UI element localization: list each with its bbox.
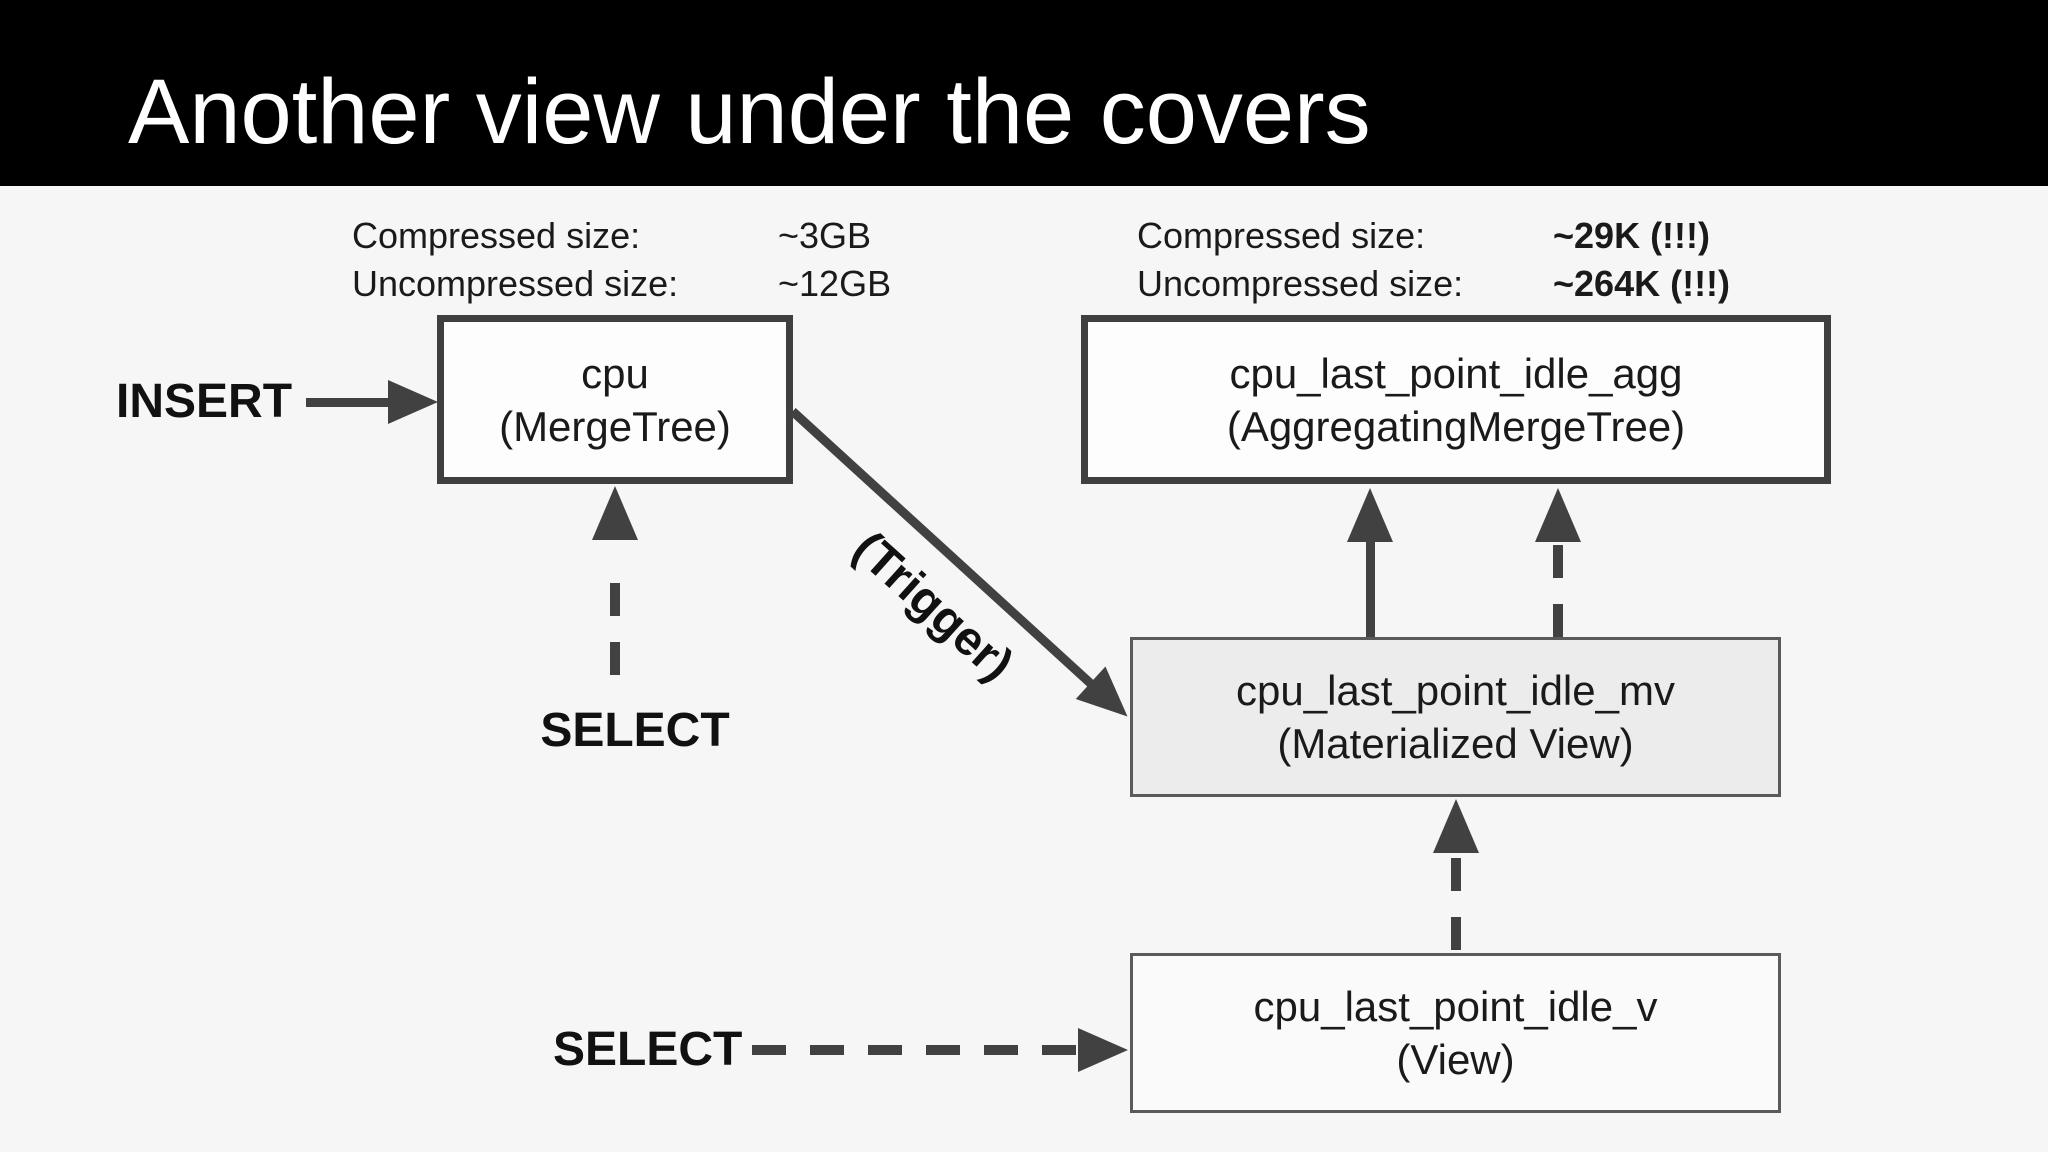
trigger-label: (Trigger) [842,521,1024,692]
mv-to-agg-arrowhead-icon [1347,488,1393,542]
stat-value: ~264K (!!!) [1553,263,1731,304]
insert-arrow-shaft [306,398,398,407]
header-bar: Another view under the covers [0,0,2048,186]
select-top-dashed-shaft [610,583,620,678]
select-bottom-dashed-shaft [752,1045,1078,1055]
node-name: cpu [581,349,649,397]
select-bottom-arrowhead-icon [1078,1028,1128,1072]
mv-to-agg-solid-shaft [1366,538,1375,637]
node-cpu-mergetree: cpu (MergeTree) [437,315,793,484]
stat-value: ~3GB [778,215,872,256]
insert-label: INSERT [116,375,293,428]
mv-to-agg-dashed-shaft [1553,545,1563,637]
node-name: cpu_last_point_idle_v [1253,983,1658,1030]
node-engine: (MergeTree) [499,402,731,450]
node-view: cpu_last_point_idle_v (View) [1130,953,1781,1113]
trigger-arrow [789,408,1143,733]
stat-label: Compressed size: [1137,215,1426,256]
stat-label: Compressed size: [352,215,641,256]
insert-arrowhead-icon [388,380,438,424]
select-bottom-label: SELECT [553,1023,743,1076]
agg-size-stats: Compressed size: ~29K (!!!) Uncompressed… [1137,212,1837,308]
node-agg-table: cpu_last_point_idle_agg (AggregatingMerg… [1081,315,1831,484]
select-top-arrowhead-icon [592,486,638,540]
stat-row: Uncompressed size: ~12GB [352,260,972,308]
node-materialized-view: cpu_last_point_idle_mv (Materialized Vie… [1130,637,1781,797]
stat-row: Compressed size: ~3GB [352,212,972,260]
cpu-size-stats: Compressed size: ~3GB Uncompressed size:… [352,212,972,308]
view-to-mv-dashed-shaft [1451,858,1461,953]
stat-value: ~29K (!!!) [1553,215,1711,256]
view-to-mv-arrowhead-icon [1433,799,1479,853]
stat-label: Uncompressed size: [352,263,679,304]
node-engine: (View) [1396,1036,1515,1083]
stat-value: ~12GB [778,263,892,304]
node-name: cpu_last_point_idle_agg [1229,349,1683,397]
select-top-label: SELECT [540,704,730,757]
node-engine: (Materialized View) [1277,720,1634,767]
mv-to-agg-dashed-arrowhead-icon [1535,488,1581,542]
slide-title: Another view under the covers [128,61,1371,163]
node-engine: (AggregatingMergeTree) [1226,402,1686,450]
stat-row: Compressed size: ~29K (!!!) [1137,212,1837,260]
stat-row: Uncompressed size: ~264K (!!!) [1137,260,1837,308]
stat-label: Uncompressed size: [1137,263,1464,304]
node-name: cpu_last_point_idle_mv [1236,667,1675,714]
